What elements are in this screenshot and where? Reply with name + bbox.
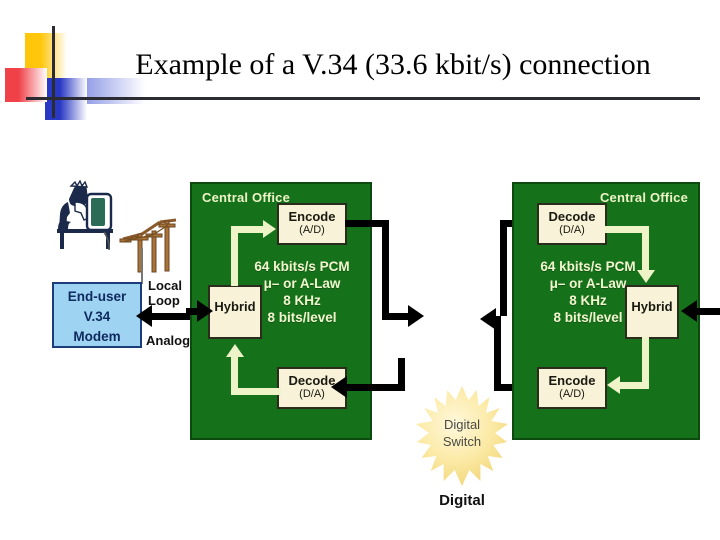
encode-right-subtitle: (A/D) xyxy=(559,388,585,400)
pcm-right-line-3: 8 KHz xyxy=(569,293,607,308)
pcm-right-line-1: 64 kbits/s PCM xyxy=(540,259,636,274)
digital-caption: Digital xyxy=(439,492,485,509)
encode-left-box: Encode (A/D) xyxy=(277,203,347,245)
decode-right-title: Decode xyxy=(548,209,596,224)
modem-drop-wire xyxy=(141,248,143,284)
pcm-spec-right: 64 kbits/s PCM μ– or A-Law 8 KHz 8 bits/… xyxy=(518,258,658,326)
decode-to-hybrid-arrowhead-right xyxy=(637,270,655,283)
decode-left-subtitle: (D/A) xyxy=(299,388,325,400)
network-diagram: End-user V.34 Modem Local Loop Analog Ce… xyxy=(0,130,720,509)
pcm-left-line-1: 64 kbits/s PCM xyxy=(254,259,350,274)
person-at-computer-icon xyxy=(44,180,120,252)
pcm-right-line-4: 8 bits/level xyxy=(553,310,623,325)
modem-line-3: Modem xyxy=(73,329,121,344)
external-into-hybrid-arrowhead-right xyxy=(681,300,697,322)
decode-right-box: Decode (D/A) xyxy=(537,203,607,245)
encode-right-box: Encode (A/D) xyxy=(537,367,607,409)
local-loop-label-line1: Local xyxy=(148,278,182,293)
hybrid-to-encode-horizontal-right xyxy=(620,382,649,389)
hybrid-left-title: Hybrid xyxy=(214,299,256,314)
decode-to-hybrid-horizontal-left xyxy=(231,388,281,395)
modem-line-2: V.34 xyxy=(83,309,111,324)
encode-left-subtitle: (A/D) xyxy=(299,224,325,236)
pcm-left-line-4: 8 bits/level xyxy=(267,310,337,325)
external-into-hybrid-shaft-right xyxy=(696,308,720,315)
modem-line-1: End-user xyxy=(67,289,127,304)
digital-switch-text: Digital Switch xyxy=(416,416,508,450)
encode-left-to-switch-arrowhead xyxy=(408,305,424,327)
pcm-left-line-2: μ– or A-Law xyxy=(263,276,341,291)
analog-label: Analog xyxy=(146,333,191,348)
encode-left-to-switch-horizontal xyxy=(345,220,389,227)
local-loop-arrow-shaft xyxy=(152,313,198,320)
pcm-right-line-2: μ– or A-Law xyxy=(549,276,627,291)
central-office-right-label: Central Office xyxy=(599,190,688,205)
decode-left-title: Decode xyxy=(288,373,336,388)
hybrid-right-title: Hybrid xyxy=(631,299,673,314)
logo-vertical-rule xyxy=(52,26,55,118)
switch-to-decode-right-vertical xyxy=(500,220,507,316)
central-office-left-label: Central Office xyxy=(202,190,291,205)
pcm-spec-left: 64 kbits/s PCM μ– or A-Law 8 KHz 8 bits/… xyxy=(232,258,372,326)
hybrid-to-encode-horizontal-left xyxy=(231,226,265,233)
digital-switch-line-2: Switch xyxy=(442,434,482,449)
digital-switch-line-1: Digital xyxy=(443,417,481,432)
hybrid-right-box: Hybrid xyxy=(625,285,679,339)
decode-right-subtitle: (D/A) xyxy=(559,224,585,236)
logo-square-red xyxy=(5,68,47,102)
switch-to-decode-left-vertical xyxy=(398,358,405,390)
page-header: Example of a V.34 (33.6 kbit/s) connecti… xyxy=(0,0,720,130)
loop-into-hybrid-shaft-left xyxy=(186,308,200,315)
hybrid-to-encode-arrowhead-right xyxy=(607,376,620,394)
pcm-left-line-3: 8 KHz xyxy=(283,293,321,308)
encode-left-to-switch-vertical xyxy=(382,220,389,320)
encode-left-to-switch-entry xyxy=(382,313,412,320)
local-loop-arrowhead-left xyxy=(136,305,152,327)
encode-right-title: Encode xyxy=(548,373,596,388)
decode-to-hybrid-horizontal-right xyxy=(605,226,649,233)
hybrid-to-encode-vertical-right xyxy=(642,337,649,389)
decode-to-hybrid-vertical-right xyxy=(642,226,649,272)
hybrid-to-encode-arrowhead-left xyxy=(263,220,276,238)
decode-to-hybrid-vertical-left xyxy=(231,356,238,394)
loop-into-hybrid-arrowhead-left xyxy=(197,300,213,322)
encode-left-title: Encode xyxy=(288,209,336,224)
page-title: Example of a V.34 (33.6 kbit/s) connecti… xyxy=(135,48,651,81)
encode-right-to-switch-vertical xyxy=(494,316,501,390)
telephone-poles-icon xyxy=(118,212,180,280)
hybrid-to-encode-vertical-left xyxy=(231,226,238,286)
decode-to-hybrid-arrowhead-left xyxy=(226,344,244,357)
switch-to-decode-left-arrowhead xyxy=(331,376,347,398)
end-user-modem-box: End-user V.34 Modem xyxy=(52,282,142,348)
switch-to-decode-left-horizontal xyxy=(345,384,405,391)
header-horizontal-rule xyxy=(26,97,700,100)
digital-switch-starburst: Digital Switch xyxy=(416,386,508,486)
local-loop-label-line2: Loop xyxy=(148,293,180,308)
encode-right-to-switch-arrowhead xyxy=(480,308,496,330)
